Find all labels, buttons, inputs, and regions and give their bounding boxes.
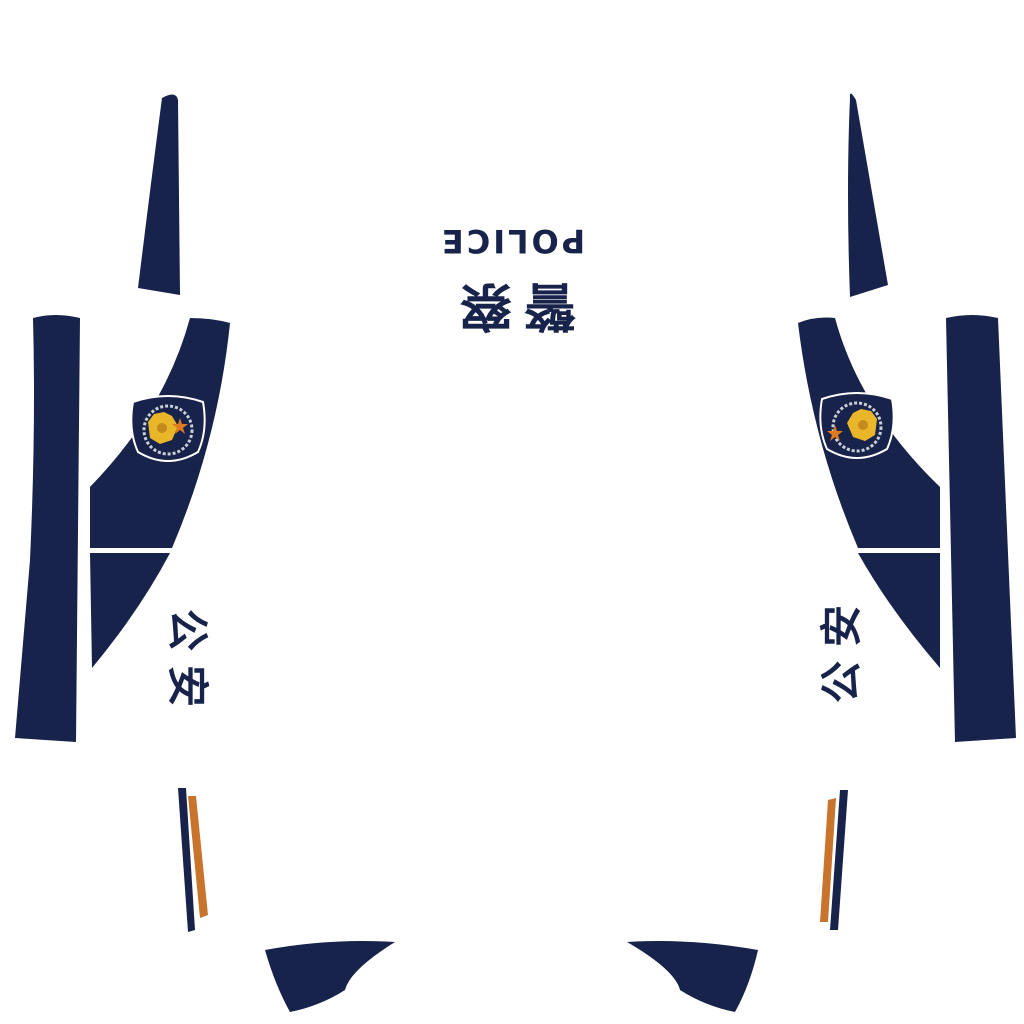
left-side-stripe-orange — [188, 796, 208, 918]
left-police-badge-icon — [130, 395, 206, 462]
back-chinese-label: 警察 — [448, 275, 576, 335]
left-shoulder-strap — [138, 94, 180, 295]
right-side-stripe-orange — [820, 798, 836, 922]
right-side-stripe-navy — [830, 790, 848, 930]
back-english-label: POLICE — [439, 222, 585, 260]
left-sleeve-label: 公安 — [163, 609, 212, 721]
right-collar-wing-lower — [858, 553, 940, 668]
right-police-badge-icon — [819, 392, 895, 459]
left-collar-wing-lower — [90, 553, 170, 668]
left-side-stripe-navy — [178, 788, 195, 932]
right-side-panel — [946, 315, 1016, 742]
left-cuff — [265, 941, 395, 1012]
left-side-panel — [15, 315, 80, 742]
right-cuff — [627, 941, 758, 1012]
right-sleeve-label: 公安 — [817, 591, 866, 703]
right-shoulder-strap — [848, 93, 888, 297]
